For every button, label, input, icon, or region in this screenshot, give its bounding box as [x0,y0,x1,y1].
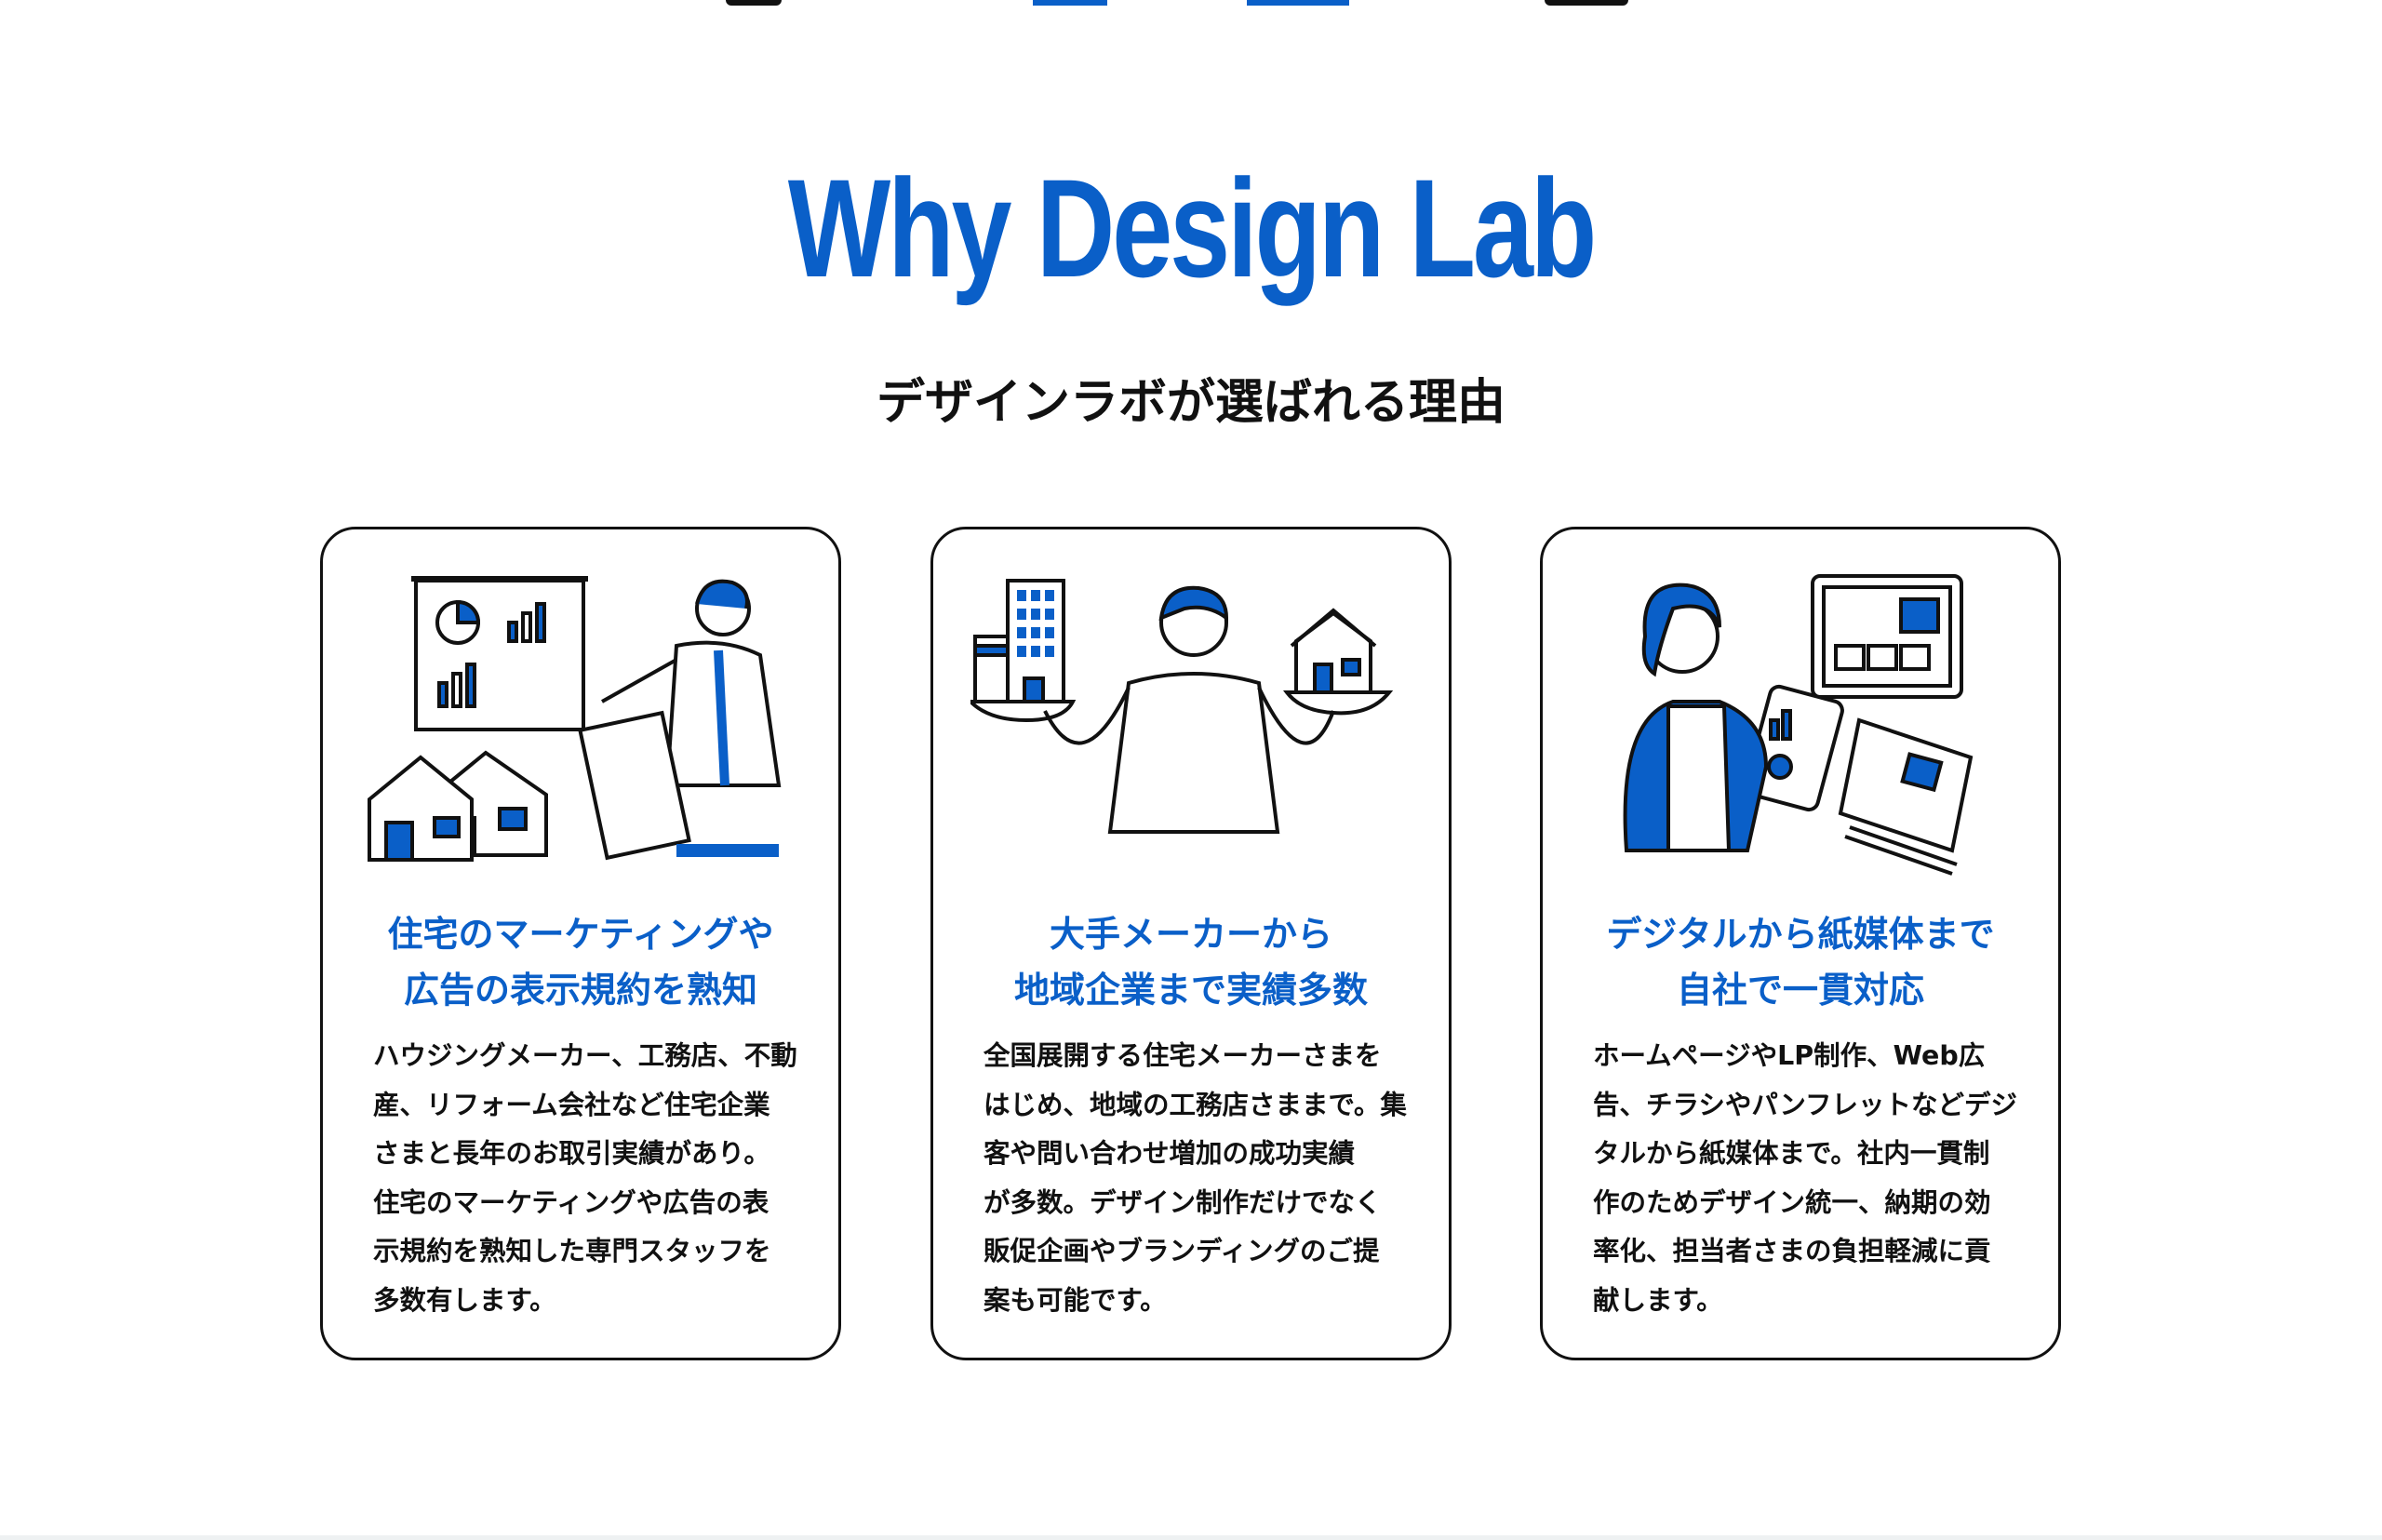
card-heading: 大手メーカーから 地域企業まで実績多数 [1013,914,1368,1011]
section-subtitle: デザインラボが選ばれる理由 [876,375,1505,431]
previous-section-image-edge [726,0,1647,6]
card-body: ホームページやLP制作、Web広 告、チラシやパンフレットなどデジ タルから紙媒… [1593,1040,2018,1316]
reason-card-one-stop: デジタルから紙媒体まで 自社で一貫対応 ホームページやLP制作、Web広 告、チ… [1540,527,2061,1360]
reason-card-marketing: 住宅のマーケティングや 広告の表示規約を熟知 ハウジングメーカー、工務店、不動 … [320,527,841,1360]
card-heading: デジタルから紙媒体まで 自社で一貫対応 [1606,914,1995,1011]
section-title: Why Design Lab [787,150,1598,306]
marketing-presentation-illustration [368,576,782,862]
card-heading: 住宅のマーケティングや 広告の表示規約を熟知 [387,914,774,1011]
reason-card-track-record: 大手メーカーから 地域企業まで実績多数 全国展開する住宅メーカーさまを はじめ、… [930,527,1452,1360]
next-section-edge [0,1535,2382,1540]
card-body: ハウジングメーカー、工務店、不動 産、リフォーム会社など住宅企業 さまと長年のお… [373,1040,797,1316]
person-holding-buildings-illustration [970,579,1394,834]
digital-and-print-illustration [1623,574,1974,876]
card-body: 全国展開する住宅メーカーさまを はじめ、地域の工務店さままで。集 客や問い合わせ… [984,1040,1407,1316]
